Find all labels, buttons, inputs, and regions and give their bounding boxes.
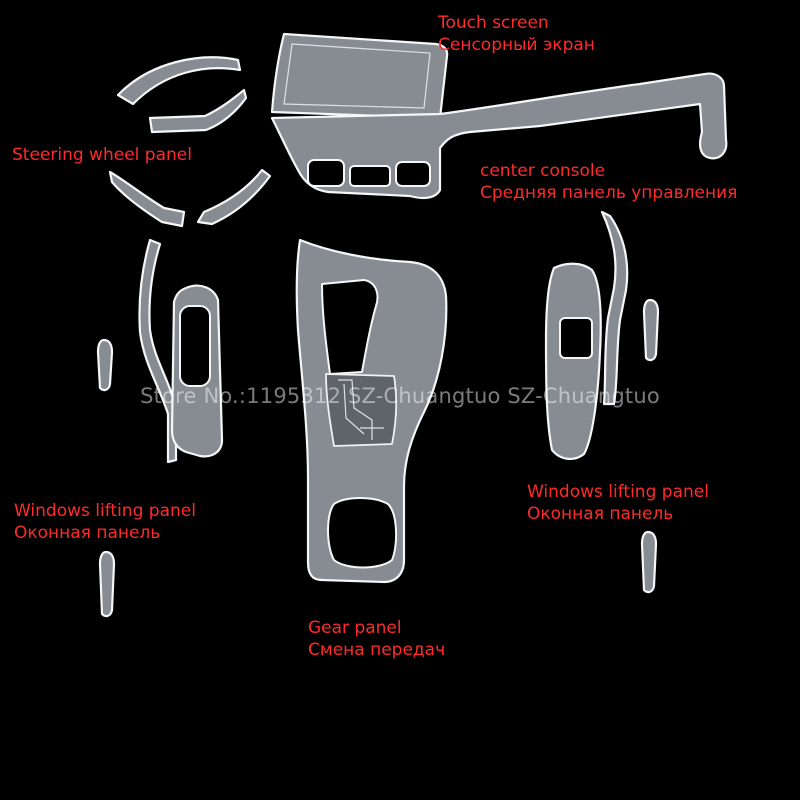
center-console-label-ru: Средняя панель управления: [480, 183, 738, 203]
center-console-label: center console Средняя панель управления: [480, 160, 737, 204]
windows-left-label: Windows lifting panel Оконная панель: [14, 500, 196, 544]
gear-panel-label-ru: Смена передач: [308, 640, 446, 660]
center-console-label-en: center console: [480, 161, 606, 181]
touch-screen-film: [270, 32, 449, 120]
steering-wheel-arc-mid: [148, 88, 248, 134]
touch-screen-label-en: Touch screen: [438, 13, 549, 33]
windows-left-label-en: Windows lifting panel: [14, 501, 196, 521]
windows-right-label-en: Windows lifting panel: [527, 482, 709, 502]
windows-left-label-ru: Оконная панель: [14, 523, 161, 543]
windows-right-label: Windows lifting panel Оконная панель: [527, 481, 709, 525]
touch-screen-label: Touch screen Сенсорный экран: [438, 12, 595, 56]
touch-screen-label-ru: Сенсорный экран: [438, 35, 595, 55]
window-left-small-a: [96, 338, 114, 392]
steering-wheel-arc-left: [108, 170, 186, 228]
window-left-strip: [138, 238, 178, 464]
steering-wheel-arc-right: [196, 168, 272, 226]
console-vent-left: [307, 159, 345, 187]
window-right-small-b: [640, 530, 658, 594]
window-right-strip: [600, 210, 629, 406]
window-left-switch-cutout: [179, 305, 211, 387]
window-right-panel: [544, 262, 602, 460]
gear-panel-upper-cutout: [321, 279, 379, 375]
steering-wheel-label-en: Steering wheel panel: [12, 145, 192, 165]
store-watermark: Store No.:1195312 SZ-Chuangtuo SZ-Chuang…: [140, 384, 660, 408]
window-right-small-a: [642, 298, 660, 362]
steering-wheel-label: Steering wheel panel: [12, 144, 192, 166]
console-vent-mid: [349, 165, 391, 187]
gear-panel-label: Gear panel Смена передач: [308, 617, 445, 661]
touch-screen-inner-border: [283, 43, 431, 109]
gear-panel-cupholder-cutout: [327, 497, 398, 569]
gear-panel-label-en: Gear panel: [308, 618, 402, 638]
window-right-switch-cutout: [559, 317, 593, 359]
console-vent-right: [395, 161, 431, 187]
steering-wheel-arc-top: [116, 56, 242, 106]
gear-panel-lever-detail: [338, 379, 384, 440]
windows-right-label-ru: Оконная панель: [527, 504, 674, 524]
window-left-small-b: [98, 550, 116, 618]
